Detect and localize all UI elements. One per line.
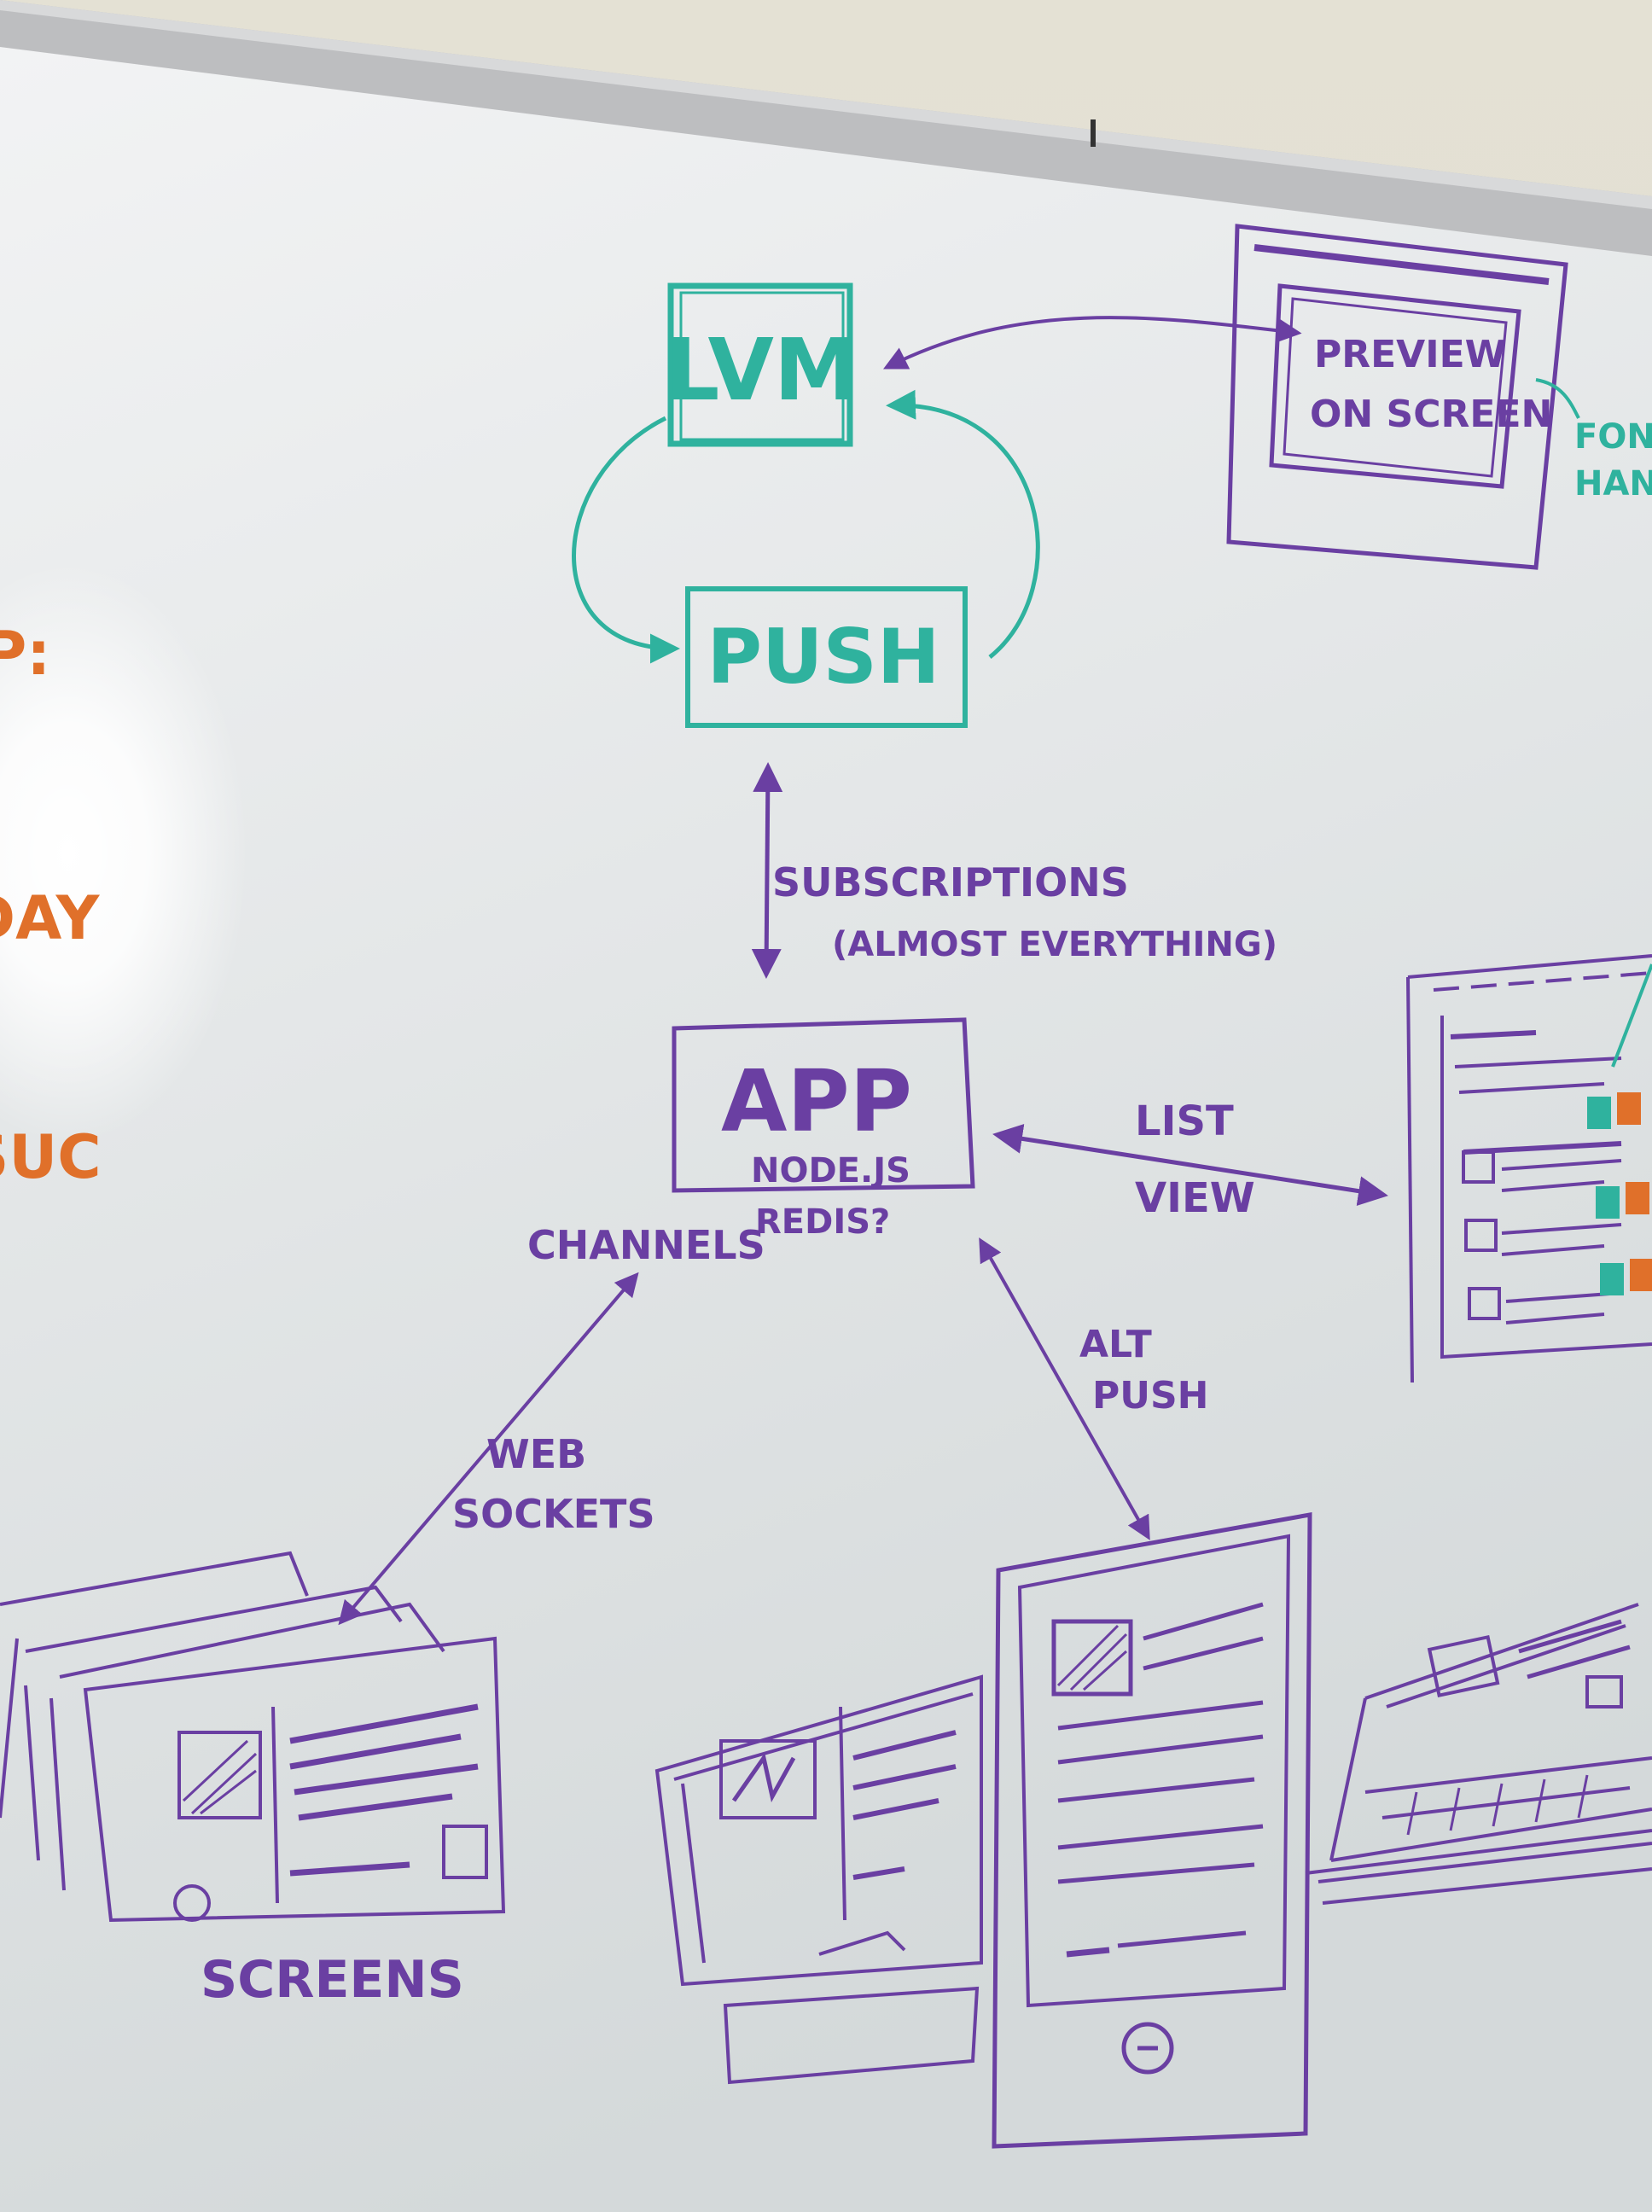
preview-label-line1: PREVIEW [1314,333,1506,376]
laptop-sketch [1305,1603,1652,1905]
push-to-lvm-arrow [886,389,1040,659]
list-view-label: LIST VIEW [1135,1097,1255,1222]
web-sockets-line2: SOCKETS [452,1491,655,1537]
push-node: PUSH [685,586,968,728]
lvm-node: LVM [666,282,859,447]
subscriptions-label: SUBSCRIPTIONS (ALMOST EVERYTHING) [772,859,1277,964]
alt-push-line2: PUSH [1092,1374,1209,1417]
list-view-line2: VIEW [1135,1174,1255,1222]
lvm-preview-arrow [882,316,1302,370]
app-sub-line1: NODE.JS [751,1151,910,1190]
font-note-line1: FONT [1574,417,1652,457]
list-view-line1: LIST [1135,1097,1234,1145]
preview-label-line2: ON SCREEN [1310,393,1552,436]
preview-monitor [1226,224,1568,570]
channels-label: CHANNELS [527,1222,765,1268]
list-view-screen [1406,954,1652,1383]
left-note-3: SUC [0,1122,102,1192]
alt-push-line1: ALT [1079,1323,1152,1366]
subscriptions-line1: SUBSCRIPTIONS [772,859,1129,905]
list-view-arrow [992,1124,1388,1206]
subscriptions-arrow [751,762,783,979]
left-edge-notes: P: DAY SUC [0,619,102,1192]
screens-stack [0,1551,506,1923]
alt-push-label: ALT PUSH [1079,1323,1209,1417]
tablet-sketch [992,1512,1312,2149]
list-view-badges [1587,1092,1652,1295]
screens-label: SCREENS [201,1950,464,2010]
frame-screw [1091,119,1096,147]
web-sockets-line1: WEB [486,1431,586,1477]
left-note-1: P: [0,619,50,689]
monitor-sketch [654,1674,983,2085]
app-label: APP [721,1051,912,1151]
alt-push-arrow [979,1237,1150,1540]
app-sub-line2: REDIS? [755,1202,890,1242]
font-note-line2: HAND [1574,464,1652,504]
light-glare [0,563,247,1144]
web-sockets-label: WEB SOCKETS [452,1431,655,1537]
web-sockets-arrow [338,1272,639,1626]
font-note-connector [1535,378,1580,419]
font-note: FONT HAND [1574,417,1652,504]
push-label: PUSH [707,613,940,701]
lvm-to-push-arrow [572,416,680,664]
left-note-2: DAY [0,883,101,953]
preview-label: PREVIEW ON SCREEN [1310,333,1552,436]
subscriptions-line2: (ALMOST EVERYTHING) [832,925,1277,964]
app-node: APP NODE.JS REDIS? [672,1017,975,1242]
lvm-label: LVM [666,320,859,420]
